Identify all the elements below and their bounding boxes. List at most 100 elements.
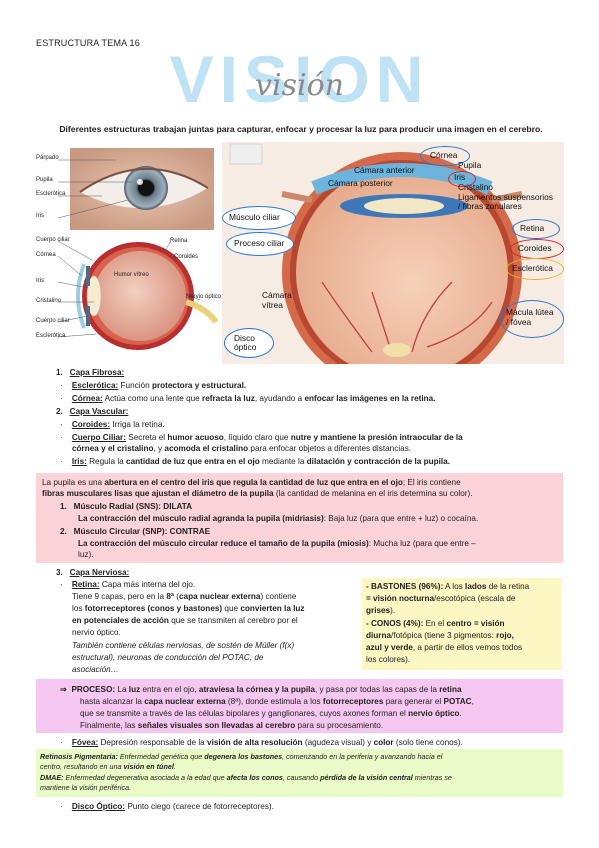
label-camara-posterior: Cámara posterior	[328, 178, 393, 188]
conos-line-3: azul y verde, a partir de ellos vemos to…	[366, 642, 522, 653]
text-c: (8ª), donde estimula a los	[225, 697, 323, 706]
text-b: ).	[390, 606, 396, 615]
text-a: en potenciales de acción	[72, 616, 169, 625]
retina-line-5: nervio óptico.	[72, 628, 121, 637]
retinosis-line-2: centro, resultando en una visión en túne…	[40, 762, 176, 772]
text-b: , a partir de ellos vemos todos	[412, 643, 523, 652]
highlight-oval-musculo-ciliar	[222, 206, 296, 230]
text-f: , y pasa por todas las capas de la	[314, 685, 440, 694]
highlight-oval-cornea	[420, 146, 470, 166]
text-a: Tiene 9 capas, pero en la	[72, 592, 167, 601]
text-c: ; El iris contiene	[402, 478, 461, 487]
highlight-oval-macula	[500, 300, 564, 338]
cornea-line: · Córnea: Actúa como una lente que refra…	[60, 394, 436, 403]
retina-line-1: · Retina: Capa más interna del ojo.	[60, 580, 196, 589]
text-b: Enfermedad degenerativa asociada a la ed…	[63, 773, 227, 782]
text-g: retina	[439, 685, 462, 694]
text-c: centro = visión	[446, 619, 505, 628]
text-c: .	[459, 709, 462, 718]
text-d: entra en el ojo,	[140, 685, 199, 694]
label-coroides-left: Coroides	[174, 254, 199, 260]
conos-line-4: los colores).	[366, 655, 411, 664]
text-a: azul y verde	[366, 643, 413, 652]
text-a: que se transmite a través de las células…	[80, 709, 409, 718]
fovea-line: · Fóvea: Depresión responsable de la vis…	[60, 738, 463, 747]
label-disco-optico: Disco óptico	[234, 333, 257, 352]
text-b: : Baja luz (para que entre + luz) o coca…	[323, 514, 479, 523]
text-c: luz	[128, 685, 141, 694]
musculo-radial-text: La contracción del músculo radial agrand…	[78, 513, 478, 524]
text-b: protectora y estructural.	[151, 381, 247, 390]
text-a: - CONOS (4%):	[366, 619, 424, 628]
text-b: : Mucha luz (para que entre –	[368, 539, 476, 548]
text-a: fibras musculares lisas que ajustan el d…	[42, 489, 274, 498]
text-a: DMAE:	[40, 773, 64, 782]
label-camara-anterior: Cámara anterior	[354, 165, 415, 175]
text-b: Enfermedad genética que	[117, 752, 205, 761]
text-b: refracta la luz	[202, 394, 255, 403]
musculo-radial-title: 1. Músculo Radial (SNS): DILATA	[60, 501, 192, 512]
label-retina-left: Retina	[170, 238, 188, 244]
dmae-line-1: DMAE: Enfermedad degenerativa asociada a…	[40, 773, 452, 783]
label-coroides-right: Coroides	[518, 243, 552, 253]
section-1-heading: 1. Capa Fibrosa:	[56, 367, 124, 378]
pupila-box	[36, 473, 563, 563]
text-c: luz).	[78, 550, 94, 559]
text-b: capa nuclear externa	[144, 697, 226, 706]
label-macula: Mácula lútea / fóvea	[506, 307, 554, 327]
text-a: grises	[366, 606, 391, 615]
eye-diagram-illustration	[222, 142, 564, 392]
text-a: La contracción del músculo radial agrand…	[78, 514, 324, 523]
text-d: convierten la luz	[240, 604, 305, 613]
retina-line-2: Tiene 9 capas, pero en la 8ª (capa nucle…	[72, 591, 296, 602]
text-a: centro, resultando en una	[40, 762, 124, 771]
proceso-line-4: Finalmente, las señales visuales son lle…	[80, 720, 383, 731]
term-disco-optico: Disco Óptico:	[71, 802, 126, 811]
title: Músculo Radial (SNS): DILATA	[73, 502, 193, 511]
label-ligamentos: Ligamentos suspensorios / fibras zonular…	[458, 192, 553, 211]
section-1-num: 1.	[56, 368, 63, 377]
text-e: (solo tiene conos).	[393, 738, 463, 747]
text-d: color	[373, 738, 394, 747]
text-a: Finalmente, las	[80, 721, 138, 730]
label-proceso-ciliar: Proceso ciliar	[234, 238, 285, 248]
text-b: /fotópica (tiene 3 pigmentos:	[391, 631, 497, 640]
text-a: Regula la	[89, 457, 127, 466]
text-c: , líquido claro que	[223, 433, 291, 442]
coroides-line: · Coroides: Irriga la retina.	[60, 420, 165, 429]
text-c: (agudeza visual) y	[302, 738, 374, 747]
conos-line-1: - CONOS (4%): En el centro = visión	[366, 618, 505, 629]
retinosis-line-1: Retinosis Pigmentaria: Enfermedad genéti…	[40, 752, 442, 762]
big-title: VISION	[169, 42, 430, 116]
label-cuerpo-ciliar-2: Cuerpo ciliar	[36, 318, 70, 324]
text-a: La contracción del músculo circular redu…	[78, 539, 369, 548]
musculo-circular-text-2: luz).	[78, 549, 93, 560]
text-d: nutre y mantiene la presión intraocular …	[290, 433, 463, 442]
pupila-line-1: La pupila es una abertura en el centro d…	[42, 477, 461, 488]
musculo-circular-text: La contracción del músculo circular redu…	[78, 538, 476, 549]
section-3-heading: 3. Capa Nerviosa:	[56, 567, 129, 578]
term-esclerotica: Esclerótica:	[71, 381, 119, 390]
text-c: rojo,	[496, 631, 514, 640]
text-d: , comenzando en la periferia y avanzando…	[282, 752, 443, 761]
retina-line-8: asociación…	[72, 665, 119, 674]
proceso-box	[36, 679, 563, 733]
label-pupila-right: Pupila	[458, 160, 482, 170]
text-c: para su procesamiento.	[295, 721, 384, 730]
text-f: POTAC	[443, 697, 472, 706]
label-camara-vitrea: Cámara vítrea	[262, 290, 292, 310]
text-d: de la retina	[486, 582, 530, 591]
musculo-circular-title: 2. Músculo Circular (SNP): CONTRAE	[60, 526, 210, 537]
highlight-oval-disco-optico	[224, 328, 274, 358]
label-cristalino-right: Cristalino	[458, 182, 493, 192]
text-c: lados	[465, 582, 487, 591]
section-2-title: Capa Vascular:	[69, 407, 129, 416]
bastones-line-2: = visión nocturna/escotópica (escala de	[366, 593, 515, 604]
text-a: Actúa como una lente que	[104, 394, 203, 403]
text-f: mientras se	[412, 773, 452, 782]
pupila-line-2: fibras musculares lisas que ajustan el d…	[42, 488, 472, 499]
text-a: Función	[120, 381, 152, 390]
term-cornea: Córnea:	[71, 394, 103, 403]
label-iris-left: Iris	[36, 278, 44, 284]
text-b: que se transmiten al cerebro por el	[168, 616, 298, 625]
